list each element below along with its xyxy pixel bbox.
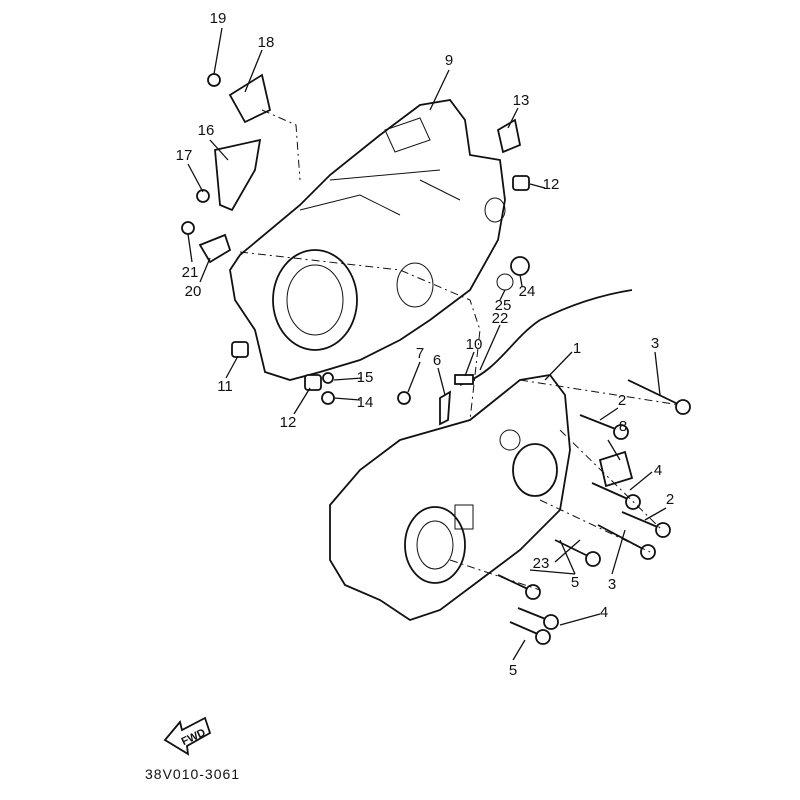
callout-24: 24 <box>519 283 536 300</box>
callout-16: 16 <box>198 122 215 139</box>
callout-23: 23 <box>533 555 550 572</box>
callout-10: 10 <box>466 336 483 353</box>
callout-25: 25 <box>495 297 512 314</box>
callout-11: 11 <box>217 378 233 395</box>
left-crankcase-half <box>229 99 506 381</box>
callout-20: 20 <box>185 283 202 300</box>
leader-lines <box>187 27 667 661</box>
callout-3: 3 <box>608 576 616 593</box>
callout-22: 22 <box>492 310 509 327</box>
callout-12: 12 <box>543 176 560 193</box>
callout-17: 17 <box>176 147 193 164</box>
callout-9: 9 <box>445 52 453 69</box>
callout-4: 4 <box>654 462 662 479</box>
forward-direction-arrow: FWD <box>163 716 212 756</box>
callout-6: 6 <box>433 352 441 369</box>
callout-2: 2 <box>618 392 626 409</box>
callout-5: 5 <box>509 662 517 679</box>
right-crankcase-half <box>329 374 571 621</box>
callout-15: 15 <box>357 369 374 386</box>
callout-8: 8 <box>619 418 627 435</box>
callout-2: 2 <box>666 491 674 508</box>
callout-14: 14 <box>357 394 374 411</box>
breather-hose <box>459 289 633 386</box>
small-parts <box>181 73 634 488</box>
callout-1: 1 <box>573 340 581 357</box>
callout-4: 4 <box>600 604 608 621</box>
callout-5: 5 <box>571 574 579 591</box>
diagram-code: 38V010-3061 <box>145 766 240 782</box>
callout-12: 12 <box>280 414 297 431</box>
callout-13: 13 <box>513 92 530 109</box>
callout-7: 7 <box>416 345 424 362</box>
callout-18: 18 <box>258 34 275 51</box>
callout-3: 3 <box>651 335 659 352</box>
callout-21: 21 <box>182 264 199 281</box>
alignment-lines <box>239 109 681 591</box>
callout-19: 19 <box>210 10 227 27</box>
